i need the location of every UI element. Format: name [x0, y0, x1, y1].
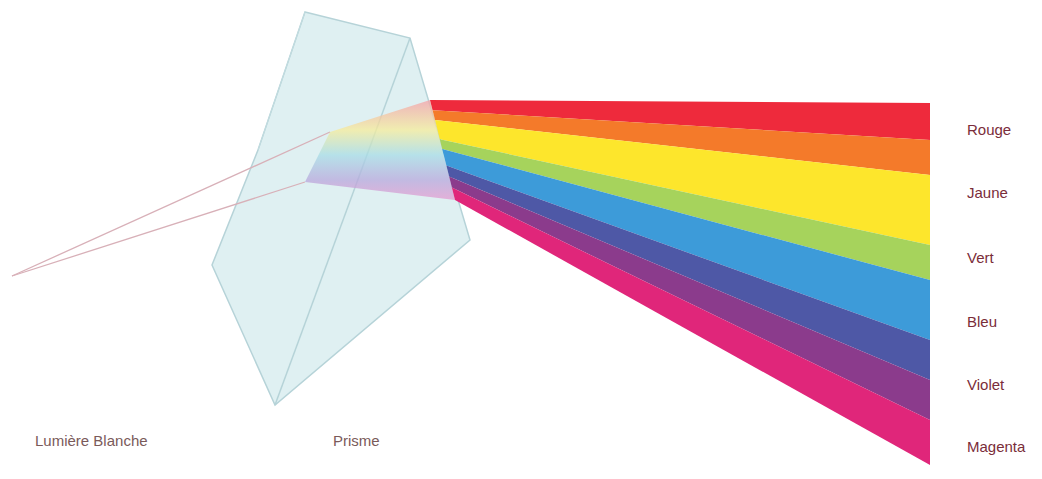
- prism-label: Prisme: [333, 432, 380, 450]
- violet-band: [449, 177, 930, 421]
- color-label: Magenta: [967, 438, 1025, 456]
- color-label: Vert: [967, 249, 994, 267]
- indigo-band: [446, 166, 930, 381]
- magenta-band: [452, 188, 930, 465]
- color-label: Bleu: [967, 313, 997, 331]
- light-ray: [12, 132, 330, 276]
- color-label: Violet: [967, 376, 1004, 394]
- prism-body: [212, 12, 470, 405]
- prism-edge: [258, 12, 305, 150]
- prism-edge: [275, 38, 410, 405]
- inner-dispersion: [305, 100, 455, 200]
- light-ray: [12, 182, 305, 276]
- color-label: Rouge: [967, 121, 1011, 139]
- source-label: Lumière Blanche: [35, 432, 148, 450]
- color-label: Jaune: [967, 184, 1008, 202]
